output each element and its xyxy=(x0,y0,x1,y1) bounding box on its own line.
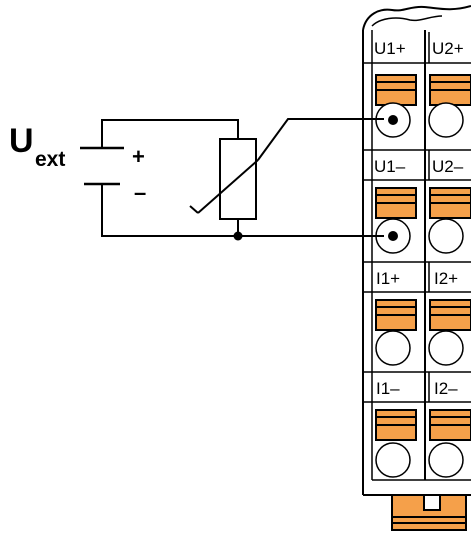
terminal-label-i1-plus: I1+ xyxy=(376,269,400,288)
terminal-connection-dot-u1-minus xyxy=(388,231,398,241)
terminal-label-u2-minus: U2– xyxy=(432,157,464,176)
label-row-3: I1+ I2+ xyxy=(363,261,471,293)
clamp-row-4 xyxy=(375,409,471,478)
source-label: U ext + – xyxy=(9,122,146,205)
wire-entry-hole xyxy=(375,442,411,478)
label-row-4: I1– I2– xyxy=(363,371,471,403)
wire-battery-top xyxy=(101,119,239,148)
wiring xyxy=(101,115,398,241)
clamp-row-3 xyxy=(375,299,471,366)
wire-entry-hole xyxy=(428,442,464,478)
terminal-connection-dot-u1-plus xyxy=(388,115,398,125)
label-row-2: U1– U2– xyxy=(363,149,471,181)
clamp-row-2 xyxy=(375,187,471,254)
wire-battery-bottom xyxy=(101,184,384,237)
terminal-label-u1-plus: U1+ xyxy=(374,39,406,58)
wire-entry-hole xyxy=(375,330,411,366)
locking-foot xyxy=(391,494,467,531)
clamp-row-1 xyxy=(375,74,471,138)
source-subscript: ext xyxy=(35,148,65,171)
wire-entry-hole xyxy=(428,330,464,366)
minus-sign: – xyxy=(134,180,146,205)
terminal-label-u1-minus: U1– xyxy=(374,157,406,176)
wire-to-u1-plus xyxy=(257,118,384,161)
terminal-label-i2-minus: I2– xyxy=(434,379,458,398)
terminal-label-u2-plus: U2+ xyxy=(432,39,464,58)
resistor-adjust-arrow xyxy=(197,159,259,214)
terminal-label-i1-minus: I1– xyxy=(376,379,400,398)
plus-sign: + xyxy=(132,144,145,169)
source-symbol: U xyxy=(9,122,34,160)
terminal-block: U1+ U2+ U1– U2– I1+ I2+ I1– I2– xyxy=(362,5,471,531)
label-row-1: U1+ U2+ xyxy=(363,32,471,64)
terminal-block-torn-edge xyxy=(362,5,471,31)
wire-entry-hole xyxy=(428,218,464,254)
resistor-adjust-tick xyxy=(189,205,199,214)
terminal-block-torn-edge-2 xyxy=(371,15,443,27)
battery-symbol xyxy=(80,146,124,186)
terminal-label-i2-plus: I2+ xyxy=(434,269,458,288)
wire-entry-hole xyxy=(428,102,464,138)
variable-resistor xyxy=(189,138,259,220)
junction-dot xyxy=(233,231,243,241)
